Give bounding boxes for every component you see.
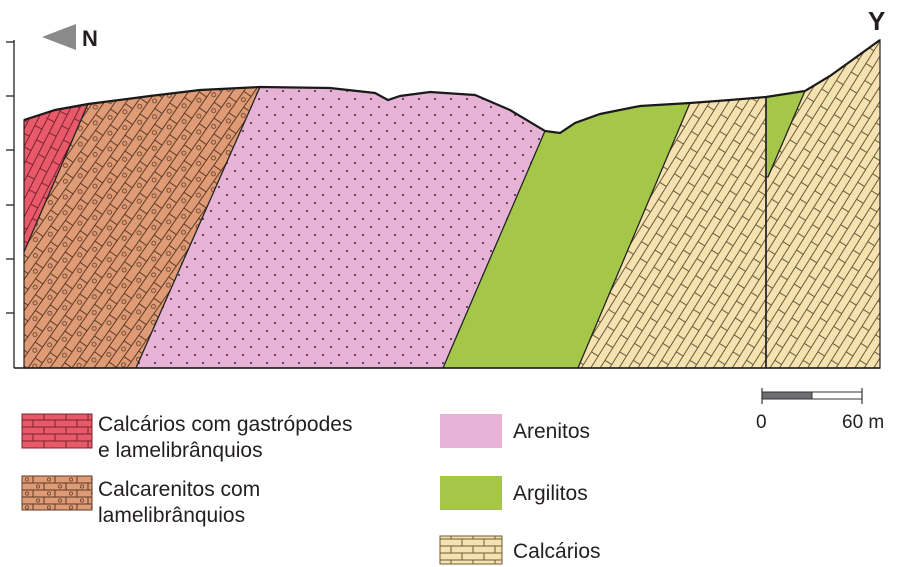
legend-label: Argilitos <box>513 482 588 505</box>
legend-swatch <box>21 475 93 511</box>
north-arrow-icon <box>42 24 76 50</box>
scale-start-label: 0 <box>756 412 767 433</box>
legend-swatch <box>439 535 503 565</box>
scale-bar: 0 60 m <box>756 388 884 433</box>
legend-label: Calcários com gastrópodes <box>98 413 352 436</box>
legend-swatch <box>440 476 502 510</box>
legend-item-calcarios: Calcários <box>439 535 601 565</box>
legend-label: Calcarenitos com <box>98 478 260 501</box>
north-arrow: N <box>42 24 98 51</box>
north-label: N <box>82 26 98 51</box>
scale-end-label: 60 m <box>842 412 884 433</box>
layer-calcarios-east <box>765 38 881 369</box>
legend-label: Calcários <box>513 540 601 563</box>
topographic-surface <box>23 39 881 135</box>
legend-item-calcarenitos: Calcarenitos com lamelibrânquios <box>21 475 260 527</box>
profile-end-label: Y <box>868 6 885 36</box>
legend-swatch <box>21 413 93 449</box>
legend-label: e lamelibrânquios <box>98 439 263 462</box>
legend: Calcários com gastrópodes e lamelibrânqu… <box>21 413 601 565</box>
legend-item-arenitos: Arenitos <box>440 414 590 448</box>
legend-swatch <box>440 414 502 448</box>
legend-label: lamelibrânquios <box>98 504 245 527</box>
legend-label: Arenitos <box>513 420 590 443</box>
legend-item-calcarios-gastropodes: Calcários com gastrópodes e lamelibrânqu… <box>21 413 352 462</box>
strata <box>23 38 881 369</box>
legend-item-argilitos: Argilitos <box>440 476 588 510</box>
vertical-axis <box>6 40 15 368</box>
